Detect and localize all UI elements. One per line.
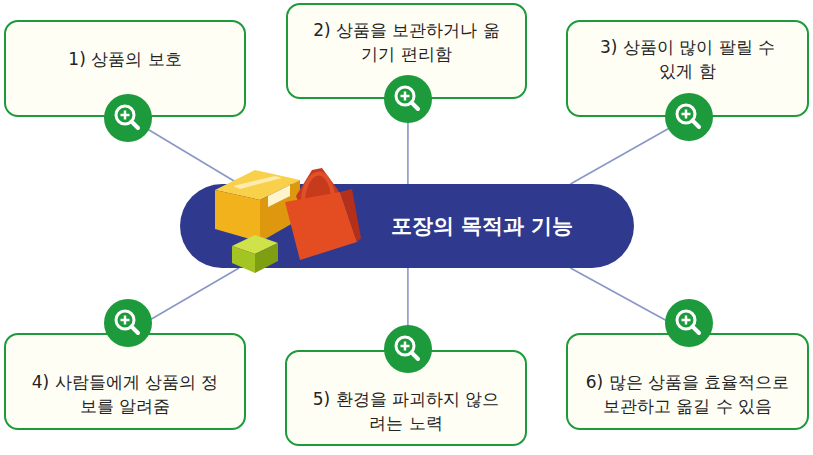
feature-box: 4) 사람들에게 상품의 정보를 알려줌 xyxy=(4,333,246,430)
connector-line xyxy=(407,268,408,350)
title-band: 포장의 목적과 기능 xyxy=(180,184,634,268)
text-area: 4) 사람들에게 상품의 정보를 알려줌 xyxy=(6,365,244,423)
box-text: 5) 환경을 파괴하지 않으려는 노력 xyxy=(311,387,501,435)
box-text: 3) 상품이 많이 팔릴 수 있게 함 xyxy=(593,35,783,83)
connector-line xyxy=(570,117,689,184)
title-text: 포장의 목적과 기능 xyxy=(391,212,574,240)
magnifier-icon xyxy=(104,299,152,347)
box-text: 6) 많은 상품을 효율적으로 보관하고 옮길 수 있음 xyxy=(579,370,797,418)
text-area: 2) 상품을 보관하거나 옮기기 편리함 xyxy=(288,13,525,71)
feature-box: 6) 많은 상품을 효율적으로 보관하고 옮길 수 있음 xyxy=(566,333,809,430)
box-text: 2) 상품을 보관하거나 옮기기 편리함 xyxy=(312,18,502,66)
text-area: 5) 환경을 파괴하지 않으려는 노력 xyxy=(287,382,525,440)
box-text: 4) 사람들에게 상품의 정보를 알려줌 xyxy=(30,370,220,418)
box-text: 1) 상품의 보호 xyxy=(68,47,181,71)
connector-line xyxy=(127,117,239,184)
text-area: 3) 상품이 많이 팔릴 수 있게 함 xyxy=(568,30,807,88)
feature-box: 5) 환경을 파괴하지 않으려는 노력 xyxy=(285,350,527,446)
connector-line xyxy=(407,99,408,184)
feature-box: 3) 상품이 많이 팔릴 수 있게 함 xyxy=(566,20,809,117)
feature-box: 1) 상품의 보호 xyxy=(4,20,246,117)
connector-line xyxy=(570,268,689,333)
package-illustration xyxy=(215,168,361,273)
text-area: 1) 상품의 보호 xyxy=(6,30,244,88)
magnifier-icon xyxy=(665,93,713,141)
text-area: 6) 많은 상품을 효율적으로 보관하고 옮길 수 있음 xyxy=(568,365,807,423)
magnifier-icon xyxy=(104,94,152,142)
magnifier-icon xyxy=(384,325,432,373)
feature-box: 2) 상품을 보관하거나 옮기기 편리함 xyxy=(286,3,527,99)
connector-line xyxy=(127,268,239,333)
magnifier-icon xyxy=(384,75,432,123)
magnifier-icon xyxy=(665,299,713,347)
